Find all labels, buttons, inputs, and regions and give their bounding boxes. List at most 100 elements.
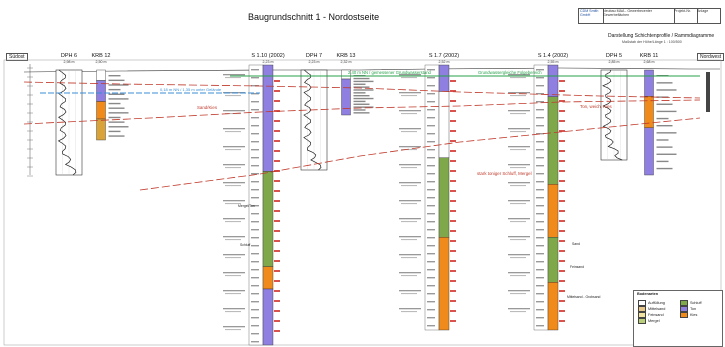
s-text-line2-s14 bbox=[510, 185, 526, 187]
s-depth-tick-s17 bbox=[427, 221, 435, 223]
s-depth-tick-s110 bbox=[251, 253, 259, 255]
s-sample-s14 bbox=[559, 230, 565, 232]
s-sample-s14 bbox=[559, 210, 565, 212]
s-depth-tick-s17 bbox=[427, 101, 435, 103]
krb-text-line-krb12 bbox=[108, 79, 125, 82]
s-sample-s14 bbox=[559, 270, 565, 272]
s-depth-tick-s110 bbox=[251, 77, 259, 79]
s-text-line-s17 bbox=[399, 290, 421, 292]
s-sample-s17 bbox=[450, 90, 456, 92]
s-text-line-s110 bbox=[223, 182, 245, 184]
legend-swatch bbox=[680, 300, 688, 306]
s-sample-s17 bbox=[450, 240, 456, 242]
s-sample-s14 bbox=[559, 300, 565, 302]
krb-layer-krb11 bbox=[644, 69, 654, 97]
annotation-sand-2: Sand bbox=[572, 242, 580, 246]
profile-label-krb13: KRB 13 bbox=[337, 53, 356, 59]
s-sample-s14 bbox=[559, 280, 565, 282]
boundary-red-line-2 bbox=[23, 99, 701, 125]
s-depth-tick-s17 bbox=[427, 125, 435, 127]
s-text-line2-s14 bbox=[510, 131, 526, 133]
s-depth-tick-s17 bbox=[427, 213, 435, 215]
krb-text-line-krb12 bbox=[108, 135, 125, 137]
s-depth-tick-s17 bbox=[427, 133, 435, 135]
krb-text-line-krb13 bbox=[353, 77, 370, 80]
s-depth-tick-s14 bbox=[536, 181, 544, 183]
s-sample-s17 bbox=[450, 270, 456, 272]
title-block-company: CDM Smith GmbH bbox=[579, 9, 604, 23]
annotation-sand: Sand/Kies bbox=[197, 105, 218, 110]
annotation-water-level: 0,18 m NN / 1,35 m unter Gelände bbox=[160, 87, 222, 92]
s-depth-tick-s110 bbox=[251, 277, 259, 279]
s-sample-s17 bbox=[450, 220, 456, 222]
s-text-line-s14 bbox=[508, 272, 530, 274]
s-depth-tick-s14 bbox=[536, 269, 544, 271]
s-text-line-s110 bbox=[223, 254, 245, 256]
s-depth-tick-s17 bbox=[427, 85, 435, 87]
s-layer-s14 bbox=[547, 282, 559, 331]
krb-text-line-krb13 bbox=[353, 106, 374, 108]
s-depth-tick-s17 bbox=[427, 149, 435, 151]
s-sample-s14 bbox=[559, 250, 565, 252]
s-depth-tick-s14 bbox=[536, 69, 544, 71]
s-depth-tick-s110 bbox=[251, 245, 259, 247]
krb-layer-krb12 bbox=[96, 101, 106, 120]
s-sample-s110 bbox=[274, 230, 280, 232]
s-text-line2-s17 bbox=[401, 77, 417, 79]
s-depth-tick-s110 bbox=[251, 101, 259, 103]
s-text-line-s14 bbox=[508, 254, 530, 256]
s-depth-tick-s110 bbox=[251, 325, 259, 327]
s-layer-s17 bbox=[438, 64, 450, 92]
s-layer-s17 bbox=[438, 91, 450, 158]
profile-depth-dph7: 2,23 m bbox=[309, 60, 320, 64]
s-depth-tick-s110 bbox=[251, 317, 259, 319]
profile-depth-s110: 2,23 m bbox=[263, 60, 274, 64]
s-depth-tick-s17 bbox=[427, 237, 435, 239]
profile-label-krb12: KRB 12 bbox=[92, 53, 111, 59]
s-text-line2-s14 bbox=[510, 257, 526, 259]
section-frame bbox=[3, 59, 722, 346]
krb-text-line-krb13 bbox=[353, 112, 370, 114]
s-depth-tick-s17 bbox=[427, 277, 435, 279]
krb-text-line-krb11 bbox=[656, 139, 669, 141]
s-text-line2-s14 bbox=[510, 311, 526, 313]
s-sample-s110 bbox=[274, 270, 280, 272]
s-sample-s14 bbox=[559, 320, 565, 322]
s-depth-tick-s110 bbox=[251, 301, 259, 303]
s-depth-tick-s14 bbox=[536, 229, 544, 231]
s-text-line2-s17 bbox=[401, 95, 417, 97]
krb-text-line-krb12 bbox=[108, 75, 121, 77]
s-sample-s17 bbox=[450, 160, 456, 162]
profile-depth-krb13: 2,32 m bbox=[341, 60, 352, 64]
s-sample-s17 bbox=[450, 290, 456, 292]
annotation-mergel-ton: Mergel/Ton bbox=[238, 204, 255, 208]
s-sample-s14 bbox=[559, 120, 565, 122]
s-text-line2-s17 bbox=[401, 131, 417, 133]
s-layer-s110 bbox=[262, 288, 274, 346]
s-text-line2-s14 bbox=[510, 149, 526, 151]
krb-text-line-krb11 bbox=[656, 153, 677, 155]
krb-layer-krb12 bbox=[96, 118, 106, 141]
s-depth-tick-s110 bbox=[251, 309, 259, 311]
s-depth-tick-s17 bbox=[427, 269, 435, 271]
s-text-line2-s110 bbox=[225, 77, 241, 79]
krb-text-line-krb13 bbox=[353, 103, 370, 105]
s-sample-s110 bbox=[274, 310, 280, 312]
s-sample-s17 bbox=[450, 100, 456, 102]
s-text-line2-s17 bbox=[401, 293, 417, 295]
krb-text-line-krb11 bbox=[656, 167, 673, 170]
s-depth-tick-s14 bbox=[536, 245, 544, 247]
s-sample-s14 bbox=[559, 290, 565, 292]
s-depth-tick-s17 bbox=[427, 77, 435, 79]
krb-text-line-krb12 bbox=[108, 130, 121, 133]
s-text-line-s17 bbox=[399, 236, 421, 238]
s-depth-tick-s14 bbox=[536, 189, 544, 191]
krb-text-line-krb12 bbox=[108, 116, 121, 119]
s-text-line2-s110 bbox=[225, 329, 241, 331]
s-layer-s110 bbox=[262, 171, 274, 267]
s-sample-s17 bbox=[450, 260, 456, 262]
s-depth-tick-s110 bbox=[251, 341, 259, 343]
s-depth-tick-s14 bbox=[536, 325, 544, 327]
annotation-schluff: Schluff bbox=[240, 243, 250, 247]
